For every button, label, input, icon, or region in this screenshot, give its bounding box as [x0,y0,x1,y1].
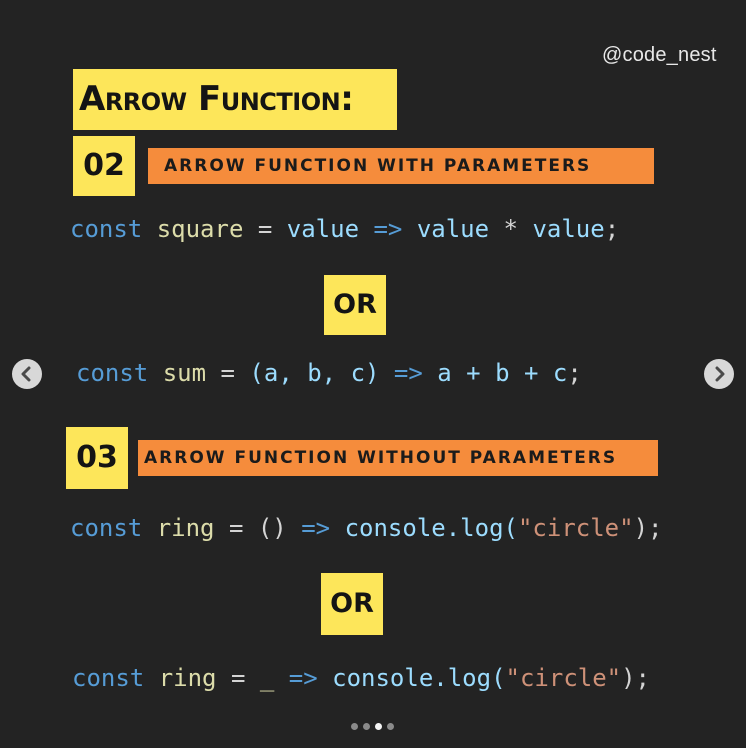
code-operand: value [416,215,490,243]
code-operand: value [532,215,605,243]
section-number-badge: 02 [73,136,135,196]
code-operator: = [230,664,246,692]
code-arrow: => [288,664,318,692]
code-line-sum: const sum = (a, b, c) => a + b + c; [76,359,582,387]
code-operator: = [257,215,273,243]
code-params: (a, b, c) [249,359,380,387]
code-terminator: ); [621,664,651,692]
code-call: console.log( [344,514,518,542]
code-terminator: ; [604,215,620,243]
code-operator: = [228,514,244,542]
code-identifier: ring [158,664,217,692]
next-slide-button[interactable] [704,359,734,389]
carousel-dot[interactable] [351,723,358,730]
code-body: a + b + c [437,359,568,387]
code-terminator: ; [567,359,582,387]
code-identifier: square [156,215,244,243]
section-number-badge: 03 [66,427,128,489]
section-heading: ARROW FUNCTION WITHOUT PARAMETERS [138,440,658,476]
code-identifier: sum [162,359,207,387]
code-arrow: => [301,514,331,542]
code-keyword: const [76,359,149,387]
code-params: _ [259,664,275,692]
code-call: console.log( [332,664,506,692]
carousel-dot[interactable] [363,723,370,730]
code-keyword: const [70,514,143,542]
code-identifier: ring [156,514,215,542]
carousel-indicator [351,723,394,730]
or-label: OR [321,573,383,635]
code-line-ring-empty-params: const ring = () => console.log("circle")… [70,514,662,542]
page-title: Arrow Function: [73,69,397,130]
code-arrow: => [393,359,423,387]
code-line-ring-underscore: const ring = _ => console.log("circle"); [72,664,650,692]
code-keyword: const [72,664,145,692]
code-operator: = [220,359,235,387]
chevron-left-icon [21,366,31,382]
carousel-dot-active[interactable] [375,723,382,730]
carousel-dot[interactable] [387,723,394,730]
code-line-square: const square = value => value * value; [70,215,619,243]
code-string: "circle" [517,514,634,542]
chevron-right-icon [715,366,725,382]
code-params: () [257,514,287,542]
code-terminator: ); [633,514,663,542]
code-operator: * [503,215,518,243]
or-label: OR [324,275,386,335]
account-handle: @code_nest [602,44,717,66]
code-string: "circle" [505,664,622,692]
code-param: value [286,215,360,243]
previous-slide-button[interactable] [12,359,42,389]
code-arrow: => [373,215,403,243]
section-heading: ARROW FUNCTION WITH PARAMETERS [148,148,654,184]
code-keyword: const [70,215,143,243]
